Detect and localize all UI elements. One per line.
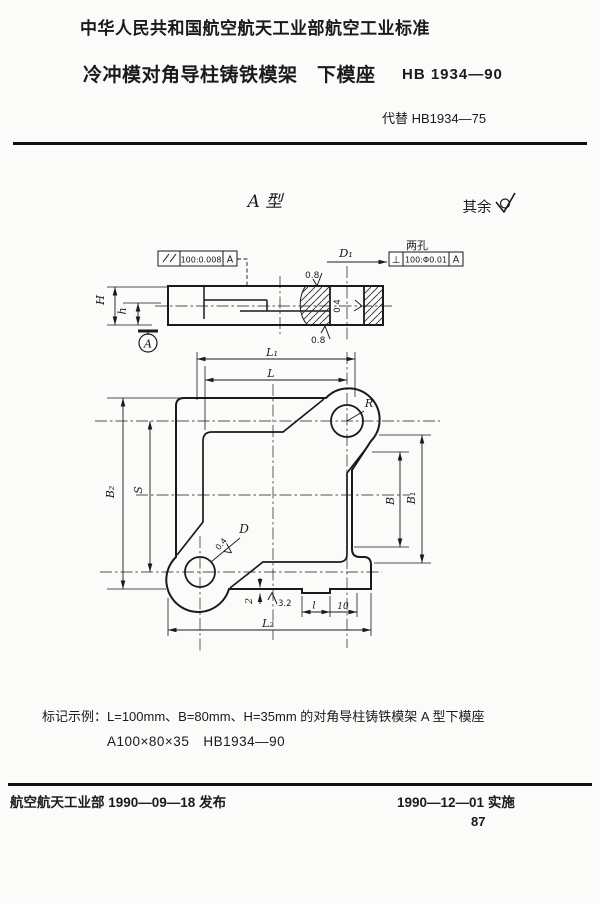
dim-h: h: [116, 307, 129, 314]
document-title: 冷冲模对角导柱铸铁模架 下模座: [83, 65, 376, 86]
roughness-top: 0.8: [305, 271, 320, 281]
dim-D1: D₁: [338, 246, 353, 260]
dim-l: l: [312, 601, 315, 612]
dim-B2: B₂: [104, 486, 117, 500]
footer-effective: 1990—12—01 实施: [397, 795, 515, 810]
roughness-notch: 3.2: [278, 599, 292, 609]
dim-2: 2: [244, 598, 255, 605]
dim-10: 10: [337, 602, 349, 612]
footer-issued: 航空航天工业部 1990—09—18 发布: [10, 795, 227, 810]
dim-H: H: [93, 294, 107, 306]
parallel-tolerance-datum: A: [227, 255, 234, 266]
dim-L1: L₁: [265, 346, 278, 359]
section-view: 100:0.008 A 两孔 ⊥ 100:Φ0.01 A D₁ 0.8 0.8 …: [93, 239, 464, 353]
roughness-bottom: 0.8: [311, 336, 326, 346]
perpendicular-tolerance-value: 100:Φ0.01: [405, 256, 447, 265]
roughness-hole: 0.4: [333, 299, 343, 313]
datum-symbol: [138, 329, 158, 353]
others-roughness-icon: [495, 192, 516, 213]
perpendicular-symbol: ⊥: [392, 255, 401, 266]
perpendicular-tolerance-datum: A: [453, 255, 460, 266]
dim-L2: L₂: [261, 617, 274, 630]
marking-example-line1: 标记示例：L=100mm、B=80mm、H=35mm 的对角导柱铸铁模架 A 型…: [42, 709, 485, 724]
dim-D: D: [238, 522, 249, 536]
others-roughness-label: 其余: [463, 198, 492, 216]
replaces-note: 代替 HB1934—75: [382, 111, 487, 126]
dim-R: R: [364, 397, 373, 410]
tolerance-frame-parallel: [157, 250, 238, 267]
header-rule: [13, 142, 587, 145]
dim-S: S: [132, 486, 145, 494]
marking-example-line2: A100×80×35 HB1934—90: [107, 734, 286, 749]
dim-L: L: [266, 367, 274, 380]
parallel-tolerance-value: 100:0.008: [181, 256, 222, 265]
perpendicular-tolerance-note: 两孔: [406, 239, 428, 252]
plan-view: L₁ L B₂ S B B₁ L₂ l 10 2 D 0.4 R 3.2: [95, 346, 440, 652]
standard-number: HB 1934—90: [402, 66, 503, 83]
datum-letter: A: [143, 338, 152, 351]
page-number: 87: [471, 814, 486, 829]
footer-rule: [8, 783, 592, 786]
header-line1: 中华人民共和国航空航天工业部航空工业标准: [80, 19, 430, 38]
dim-B: B: [384, 497, 397, 506]
tolerance-frame-perpendicular: [388, 251, 464, 267]
type-label: A 型: [246, 192, 285, 212]
dim-B1: B₁: [405, 492, 418, 506]
